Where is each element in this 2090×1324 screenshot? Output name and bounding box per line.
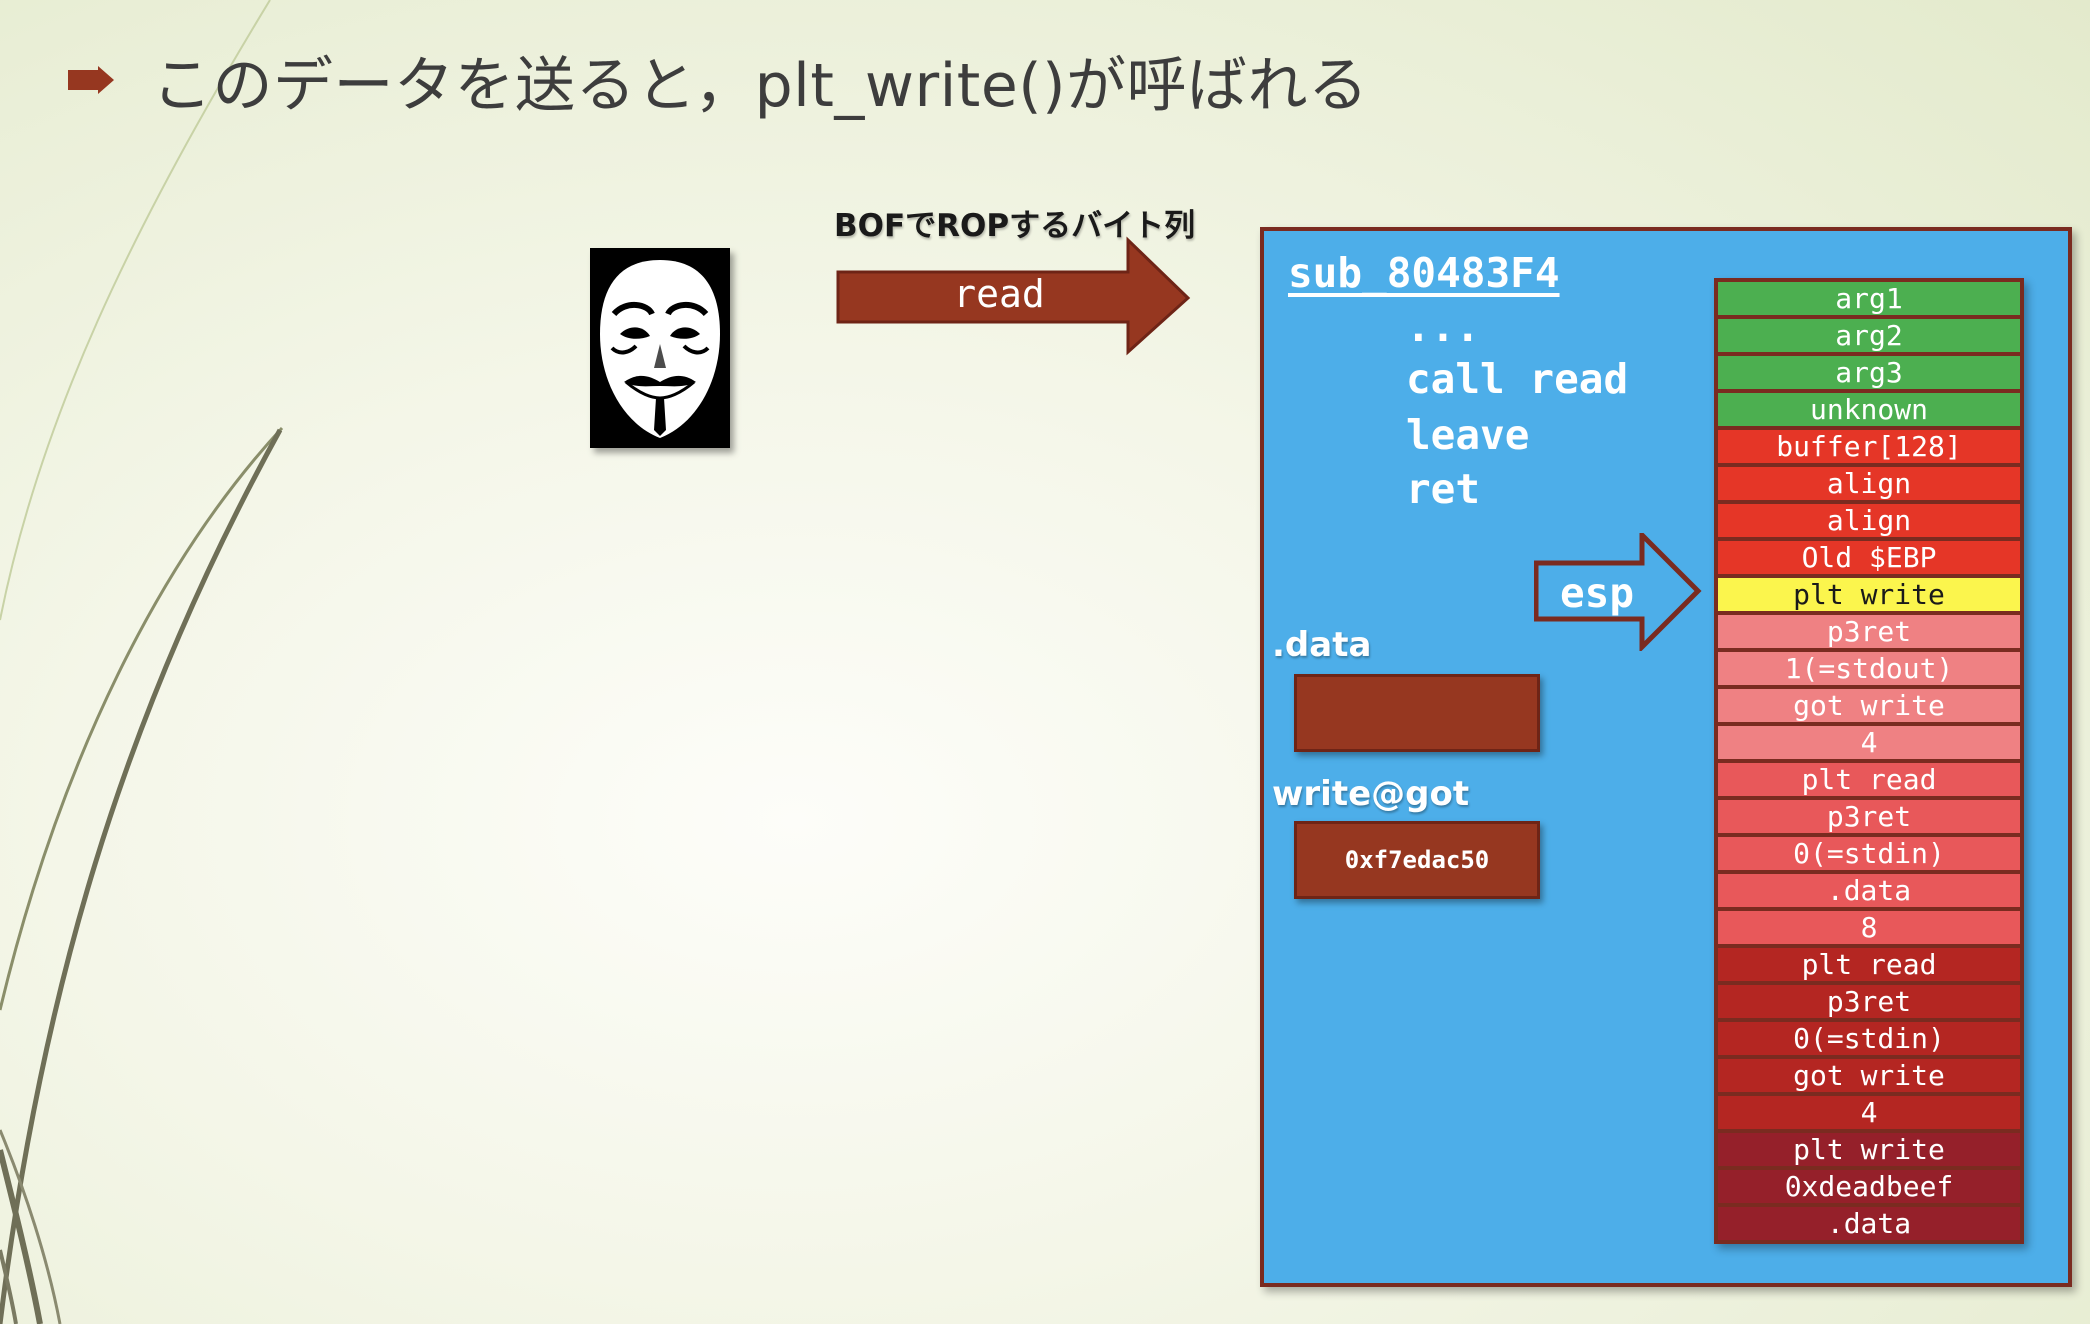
stack-cell: got write — [1718, 689, 2020, 722]
stack-cell: 4 — [1718, 1096, 2020, 1129]
stack-cell: p3ret — [1718, 800, 2020, 833]
stack-cell: align — [1718, 504, 2020, 537]
stack-cell: arg1 — [1718, 282, 2020, 315]
stack-cell: arg2 — [1718, 319, 2020, 352]
slide-title: このデータを送ると，plt_write()が呼ばれる — [152, 50, 1369, 121]
guy-fawkes-mask-icon — [590, 248, 730, 448]
read-arrow-label: read — [953, 272, 1045, 316]
stack-cell: p3ret — [1718, 615, 2020, 648]
code-line: ret — [1406, 465, 1481, 513]
stack-cell: 1(=stdout) — [1718, 652, 2020, 685]
function-panel: sub_80483F4 ... call read leave ret .dat… — [1260, 227, 2072, 1287]
stack-cell: Old $EBP — [1718, 541, 2020, 574]
stack-cell: plt read — [1718, 763, 2020, 796]
stack-cell: align — [1718, 467, 2020, 500]
stack-cell: 4 — [1718, 726, 2020, 759]
esp-label: esp — [1560, 569, 1635, 617]
data-section-box — [1294, 674, 1540, 752]
stack-cell: 0(=stdin) — [1718, 837, 2020, 870]
stack-cell: buffer[128] — [1718, 430, 2020, 463]
got-entry-box: 0xf7edac50 — [1294, 821, 1540, 899]
stack-cell: 8 — [1718, 911, 2020, 944]
stack-cell: arg3 — [1718, 356, 2020, 389]
stack-cell: 0xdeadbeef — [1718, 1170, 2020, 1203]
code-line: leave — [1406, 411, 1530, 459]
read-arrow: read — [836, 236, 1192, 356]
stack-cell: plt write — [1718, 578, 2020, 611]
stack-frame: arg1 arg2 arg3 unknown buffer[128] align align… — [1714, 278, 2024, 1244]
got-entry-label: write@got — [1272, 774, 1470, 814]
stack-cell: unknown — [1718, 393, 2020, 426]
function-name: sub_80483F4 — [1288, 249, 1560, 297]
stack-cell: .data — [1718, 874, 2020, 907]
stack-cell: plt read — [1718, 948, 2020, 981]
stack-cell: plt write — [1718, 1133, 2020, 1166]
stack-cell: got write — [1718, 1059, 2020, 1092]
esp-arrow: esp — [1534, 533, 1704, 651]
payload-caption: BOFでROPするバイト列 — [834, 208, 1196, 244]
stack-cell: .data — [1718, 1207, 2020, 1240]
code-line: ... — [1406, 303, 1481, 351]
data-section-label: .data — [1272, 625, 1372, 665]
code-line: call read — [1406, 355, 1629, 403]
title-row: このデータを送ると，plt_write()が呼ばれる — [68, 40, 1369, 121]
stack-cell: p3ret — [1718, 985, 2020, 1018]
stack-cell: 0(=stdin) — [1718, 1022, 2020, 1055]
